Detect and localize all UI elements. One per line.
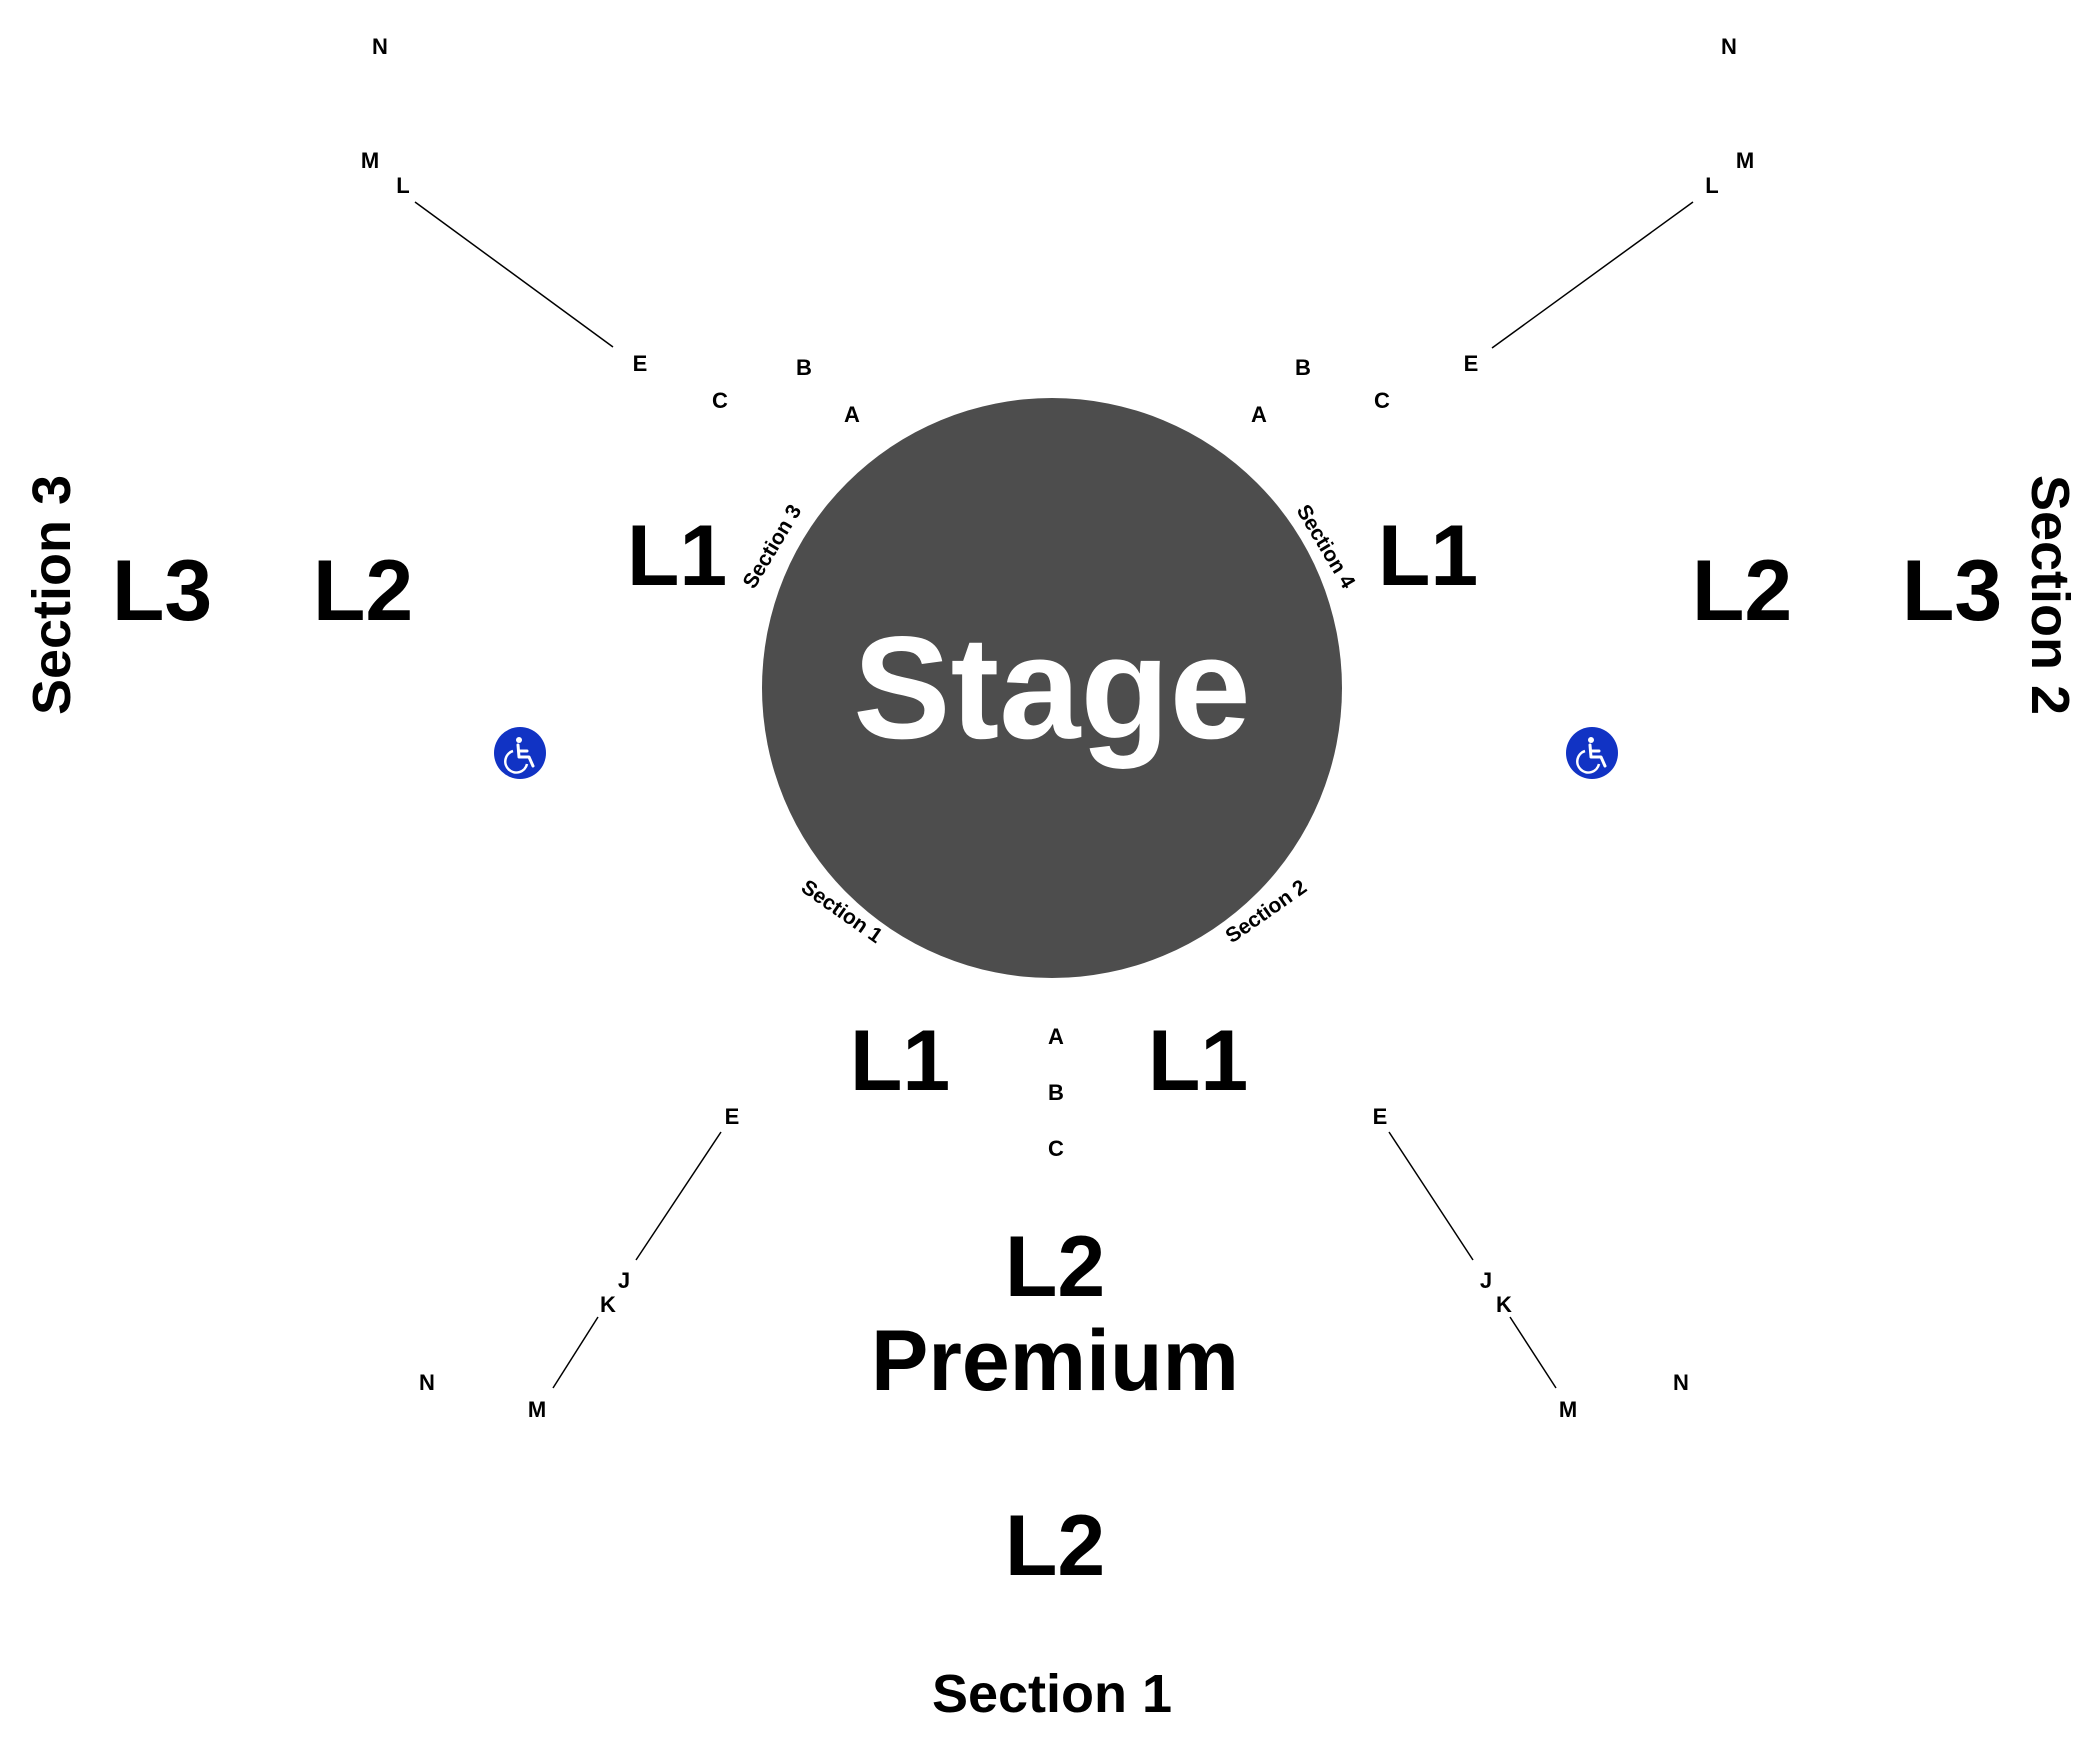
row-label-e-lower-right: E bbox=[1373, 1104, 1388, 1129]
level-l2-bottom[interactable]: L2 bbox=[1005, 1498, 1105, 1594]
wheelchair-icon[interactable] bbox=[1566, 727, 1618, 779]
stage[interactable]: Stage bbox=[762, 398, 1342, 978]
level-l1-upper-left[interactable]: L1 bbox=[627, 508, 727, 604]
row-guide-upper-right bbox=[1491, 201, 1694, 349]
stage-label: Stage bbox=[853, 606, 1251, 769]
row-label-n-upper-left: N bbox=[372, 34, 388, 59]
row-label-m-lower-right: M bbox=[1559, 1397, 1577, 1422]
row-label-n-upper-right: N bbox=[1721, 34, 1737, 59]
row-label-n-lower-left: N bbox=[419, 1370, 435, 1395]
row-label-e-upper-right: E bbox=[1464, 351, 1479, 376]
row-label-e-lower-left: E bbox=[725, 1104, 740, 1129]
row-label-e-upper-left: E bbox=[633, 351, 648, 376]
row-label-l-upper-left: L bbox=[396, 173, 409, 198]
row-guide-lower-right-1 bbox=[1388, 1131, 1474, 1261]
row-label-b-center: B bbox=[1048, 1080, 1064, 1105]
row-label-n-lower-right: N bbox=[1673, 1370, 1689, 1395]
section-title-2: Section 2 bbox=[2020, 475, 2080, 715]
row-label-a-center: A bbox=[1048, 1024, 1064, 1049]
row-label-j-lower-right: J bbox=[1480, 1268, 1492, 1293]
row-label-m-upper-right: M bbox=[1736, 148, 1754, 173]
row-guide-upper-left bbox=[414, 201, 614, 348]
level-l2-right[interactable]: L2 bbox=[1692, 543, 1792, 639]
row-label-b-upper-left: B bbox=[796, 355, 812, 380]
level-l1-lower-right[interactable]: L1 bbox=[1148, 1013, 1248, 1109]
row-guide-lower-left-1 bbox=[635, 1131, 722, 1261]
row-label-l-upper-right: L bbox=[1705, 173, 1718, 198]
row-label-k-lower-right: K bbox=[1496, 1292, 1512, 1317]
row-label-c-upper-right: C bbox=[1374, 388, 1390, 413]
row-label-m-lower-left: M bbox=[528, 1397, 546, 1422]
stage-circle[interactable] bbox=[762, 398, 1342, 978]
row-label-a-upper-left: A bbox=[844, 402, 860, 427]
row-label-c-upper-left: C bbox=[712, 388, 728, 413]
level-l1-lower-left[interactable]: L1 bbox=[850, 1013, 950, 1109]
section-title-1: Section 1 bbox=[932, 1664, 1172, 1724]
level-l2-left[interactable]: L2 bbox=[313, 543, 413, 639]
level-l3-right[interactable]: L3 bbox=[1902, 543, 2002, 639]
row-label-m-upper-left: M bbox=[361, 148, 379, 173]
level-l3-left[interactable]: L3 bbox=[112, 543, 212, 639]
row-label-a-upper-right: A bbox=[1251, 402, 1267, 427]
level-l2-premium-line-2[interactable]: Premium bbox=[871, 1313, 1239, 1409]
row-label-j-lower-left: J bbox=[618, 1268, 630, 1293]
level-l1-upper-right[interactable]: L1 bbox=[1378, 508, 1478, 604]
row-label-k-lower-left: K bbox=[600, 1292, 616, 1317]
row-guide-lower-right-2 bbox=[1509, 1316, 1557, 1389]
section-title-3: Section 3 bbox=[22, 475, 82, 715]
row-label-c-center: C bbox=[1048, 1136, 1064, 1161]
row-guide-lower-left-2 bbox=[552, 1316, 599, 1389]
level-l2-premium-line-1[interactable]: L2 bbox=[1005, 1219, 1105, 1315]
wheelchair-icon[interactable] bbox=[494, 727, 546, 779]
row-label-b-upper-right: B bbox=[1295, 355, 1311, 380]
